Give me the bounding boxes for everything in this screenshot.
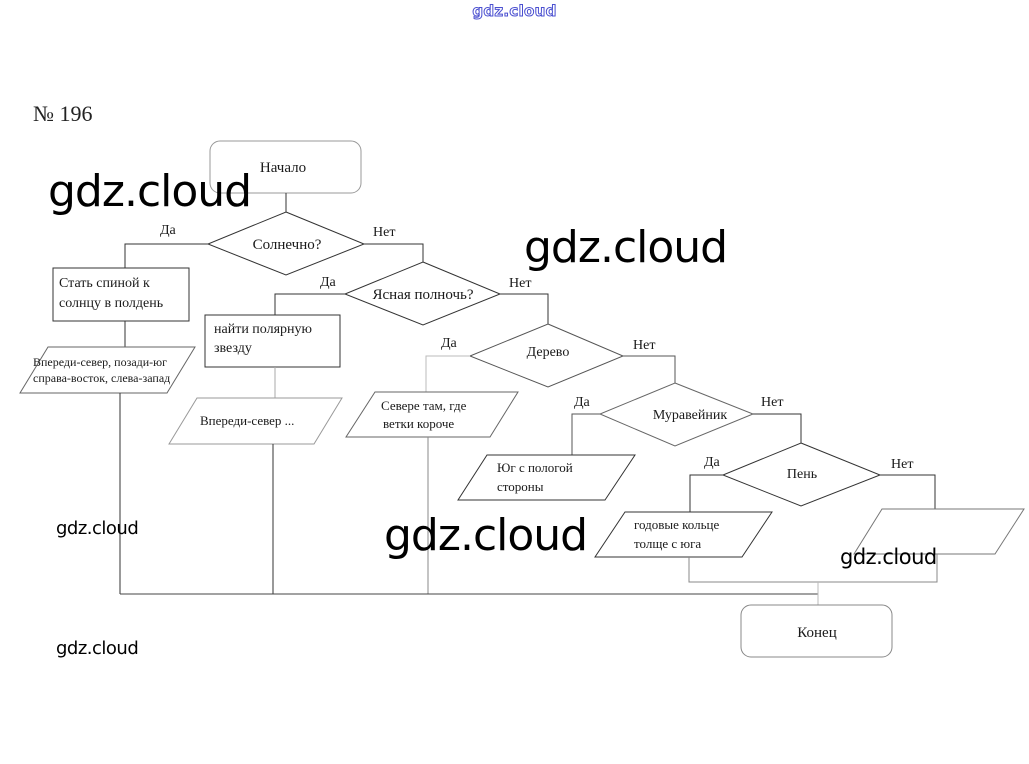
site-logo-header[interactable]: gdz.cloud [472,2,557,21]
end-label: Конец [797,625,836,641]
end-terminator [740,604,893,658]
process-back-to-sun [52,267,190,322]
output-stump-result [594,511,773,558]
label-yes: Да [160,223,177,238]
watermark: gdz.cloud [56,518,139,539]
label-yes: Да [441,336,458,351]
label-yes: Да [704,455,721,470]
label-yes: Да [320,275,337,290]
output-tree-result-line: Севере там, где [381,398,467,413]
output-sun-result-line: справа-восток, слева-запад [33,371,170,385]
watermark: gdz.cloud [48,166,252,217]
decision-stump [721,442,882,507]
label-yes: Да [574,395,591,410]
label-no: Нет [373,225,395,240]
decision-clear-midnight [343,261,502,326]
process-back-to-sun-line: Стать спиной к [59,276,150,291]
decision-tree-label: Дерево [527,345,570,360]
label-no: Нет [761,395,783,410]
output-sun-result [19,346,196,394]
connector-tree-no [623,355,676,383]
decision-clear-midnight-label: Ясная полночь? [373,287,474,303]
process-find-polaris-line: найти полярную [214,322,312,337]
connector-stump-yes [689,474,723,512]
output-anthill-result [457,454,636,501]
connector-sunny-no [364,243,424,262]
output-tree-result [345,391,519,438]
label-no: Нет [509,276,531,291]
connector-midnight-no [500,293,549,324]
connector-midnight-yes [274,293,345,315]
decision-stump-label: Пень [787,467,817,482]
process-back-to-sun-line: солнцу в полдень [59,296,163,311]
output-star-result-line: Впереди-север ... [200,413,294,428]
connector-stump-no [880,474,936,509]
output-stump-result-line: годовые кольце [634,517,719,532]
process-find-polaris-line: звезду [214,341,252,356]
decision-anthill [598,382,755,447]
decision-sunny-label: Солнечно? [253,237,322,253]
connector-tree-yes [425,355,470,392]
watermark: gdz.cloud [840,545,937,569]
label-no: Нет [891,457,913,472]
start-label: Начало [260,160,306,176]
output-anthill-result-line: Юг с пологой [497,460,573,475]
output-star-result [168,397,343,445]
watermark: gdz.cloud [56,638,139,659]
connector-sunny-yes [124,243,208,268]
process-find-polaris [204,314,341,368]
label-no: Нет [633,338,655,353]
output-tree-result-line: ветки короче [383,416,454,431]
output-none-result [853,508,1025,555]
watermark: gdz.cloud [524,222,728,273]
decision-tree [468,323,625,388]
connector-merge [688,554,938,583]
watermark: gdz.cloud [384,510,588,561]
decision-anthill-label: Муравейник [653,408,728,423]
connector-anthill-yes [571,413,600,455]
task-number: № 196 [33,101,93,126]
output-stump-result-line: толще с юга [634,536,701,551]
output-sun-result-line: Впереди-север, позади-юг [33,355,167,369]
decision-sunny [206,211,366,276]
connector-anthill-no [753,413,802,443]
output-anthill-result-line: стороны [497,479,544,494]
